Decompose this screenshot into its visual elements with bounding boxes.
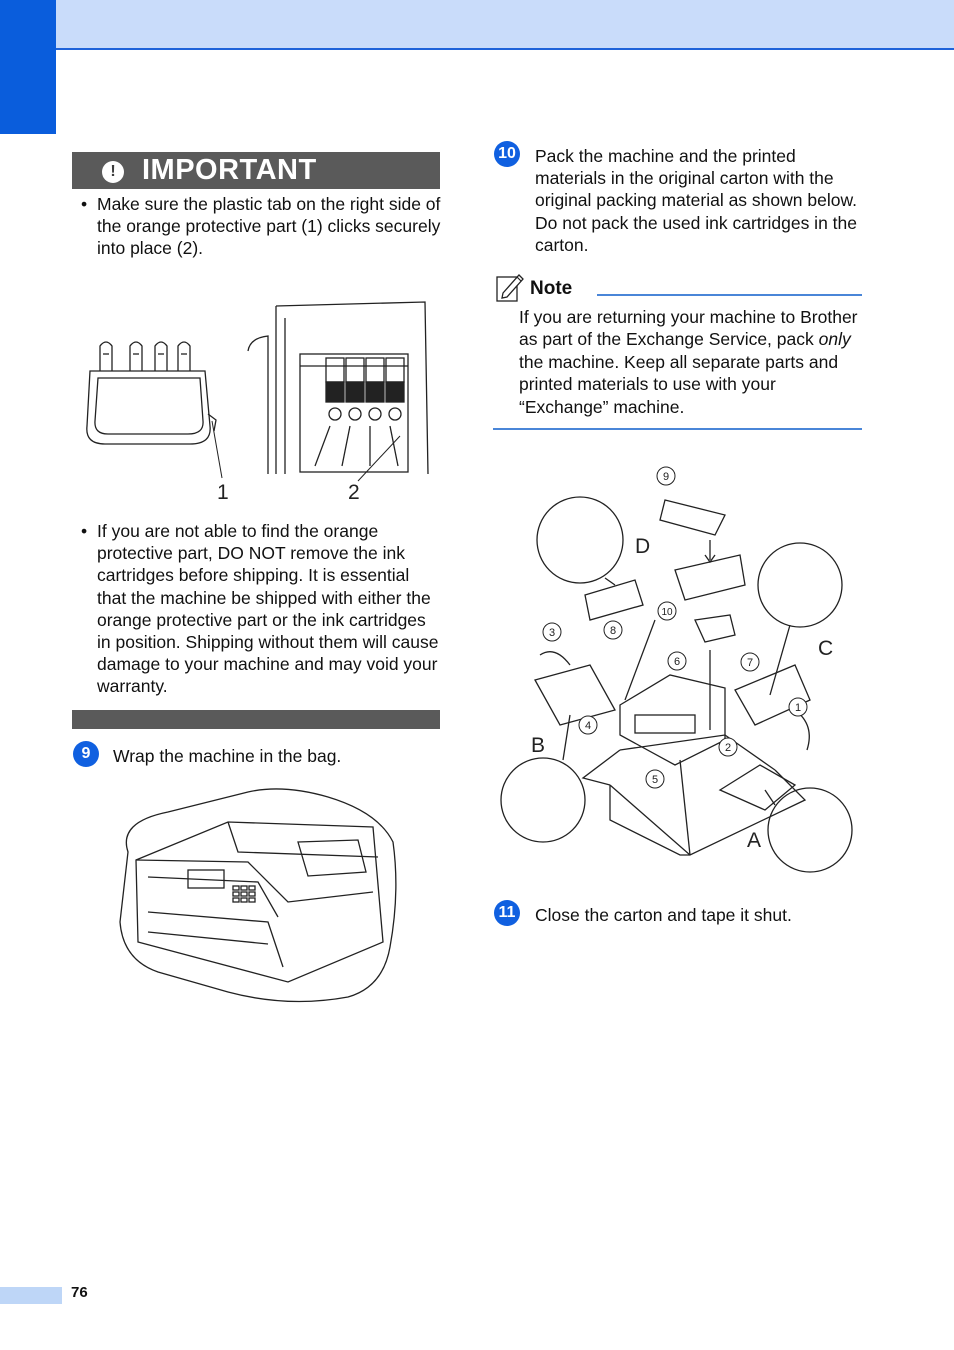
- marker-8-label: 8: [610, 625, 616, 637]
- note-text-after: the machine. Keep all separate parts and…: [519, 351, 839, 417]
- callout-b: [500, 757, 586, 843]
- note-body: If you are returning your machine to Bro…: [519, 306, 864, 418]
- callout-c: [757, 542, 843, 628]
- note-text-emphasis: only: [818, 329, 851, 350]
- exclamation-icon: !: [102, 161, 124, 183]
- marker-2-label: 2: [725, 742, 731, 754]
- note-rule-bottom: [493, 428, 862, 430]
- accessory-box: [674, 554, 746, 601]
- protective-part-outline: [86, 370, 211, 445]
- step-number-markers: 1 2 3 4 5 6 7 8 9 10: [542, 466, 808, 789]
- letter-d: D: [635, 535, 650, 558]
- marker-10: [657, 601, 677, 621]
- section-letters: A B C D: [531, 535, 833, 852]
- plastic-tab: [207, 413, 217, 432]
- marker-4-label: 4: [585, 720, 591, 732]
- step-9-badge: 9: [73, 741, 99, 767]
- marker-4: [578, 715, 598, 735]
- marker-6-label: 6: [674, 656, 680, 668]
- marker-1: [788, 697, 808, 717]
- paper-tray: [147, 911, 284, 968]
- document-feeder: [297, 839, 367, 877]
- important-footer-bar: [72, 710, 440, 729]
- figure-label-1: 1: [217, 481, 229, 504]
- note-label: Note: [530, 278, 573, 299]
- marker-10-label: 10: [661, 607, 673, 618]
- machine-in-bag-figure: [119, 788, 397, 1003]
- carton: [581, 749, 807, 856]
- note-text-before: If you are returning your machine to Bro…: [519, 307, 858, 350]
- step-10-badge: 10: [494, 141, 520, 167]
- top-tray: [659, 499, 726, 536]
- marker-2: [718, 737, 738, 757]
- marker-7-label: 7: [747, 657, 753, 669]
- ink-bay: [299, 353, 409, 473]
- exclamation-icon-glyph: !: [110, 163, 116, 180]
- packing-insert-b: [534, 664, 616, 726]
- packing-insert-a: [718, 764, 797, 811]
- letter-a: A: [747, 829, 761, 852]
- bag-outline: [119, 788, 397, 1003]
- marker-6: [667, 651, 687, 671]
- step-9-text: Wrap the machine in the bag.: [113, 746, 342, 766]
- marker-1-label: 1: [795, 702, 801, 714]
- note-pencil-icon: [496, 274, 524, 302]
- packing-diagram: 1 2 3 4 5 6 7 8 9 10 A B C D: [500, 466, 853, 873]
- small-box: [694, 614, 736, 643]
- important-bullet-2-text: If you are not able to find the orange p…: [97, 521, 439, 697]
- page-number: 76: [71, 1284, 88, 1301]
- ink-protector-figure: 1 2: [86, 301, 429, 504]
- marker-9-label: 9: [663, 471, 669, 483]
- figure-label-2: 2: [348, 481, 360, 504]
- callout-a: [767, 787, 853, 873]
- callout-d: [536, 496, 624, 584]
- letter-b: B: [531, 734, 545, 757]
- cartridge-slots: [314, 357, 405, 467]
- chapter-tab: [0, 0, 56, 134]
- important-bullet-1-text: Make sure the plastic tab on the right s…: [97, 194, 441, 259]
- step-10-text: Pack the machine and the printed materia…: [535, 146, 857, 255]
- printer-keypad: [232, 885, 256, 903]
- header-divider: [56, 48, 954, 50]
- marker-7: [740, 652, 760, 672]
- letter-c: C: [818, 637, 833, 660]
- packing-insert-d: [584, 579, 644, 621]
- marker-3: [542, 622, 562, 642]
- machine: [619, 674, 726, 766]
- packing-insert-c: [734, 664, 811, 726]
- marker-5-label: 5: [652, 774, 658, 786]
- step-11-badge: 11: [494, 900, 520, 926]
- note-rule-top: [597, 294, 862, 296]
- marker-5: [645, 769, 665, 789]
- printer-screen: [187, 869, 225, 889]
- important-title: IMPORTANT: [142, 154, 317, 186]
- header-band: [0, 0, 954, 50]
- step-11-text: Close the carton and tape it shut.: [535, 905, 792, 925]
- page-number-band: [0, 1287, 62, 1304]
- marker-8: [603, 620, 623, 640]
- marker-3-label: 3: [549, 627, 555, 639]
- protective-part-teeth: [99, 341, 191, 371]
- printer-body: [135, 821, 384, 983]
- marker-9: [656, 466, 676, 486]
- important-header: ! IMPORTANT: [72, 152, 440, 189]
